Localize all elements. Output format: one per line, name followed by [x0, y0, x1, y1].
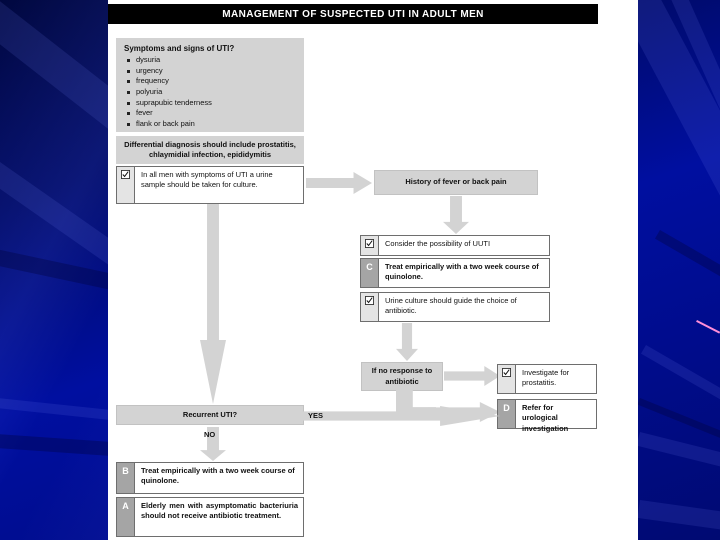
node-urine-sample[interactable]: In all men with symptoms of UTI a urine …	[116, 166, 304, 204]
branch-label-no: NO	[204, 430, 216, 439]
symptoms-panel: Symptoms and signs of UTI? dysuria urgen…	[116, 38, 304, 132]
node-text: In all men with symptoms of UTI a urine …	[141, 170, 273, 190]
node-investigate-prostatitis[interactable]: Investigate for prostatitis.	[497, 364, 597, 394]
background-streak	[637, 398, 720, 450]
background-streak	[655, 230, 720, 319]
arrow-right-to-history	[306, 172, 372, 194]
background-streak	[641, 345, 720, 429]
node-treat-quinolone-c[interactable]: C Treat empirically with a two week cour…	[360, 258, 550, 288]
list-item: suprapubic tenderness	[127, 98, 296, 109]
list-item: fever	[127, 108, 296, 119]
grade-badge: C	[361, 259, 379, 287]
background-streak	[637, 500, 720, 540]
node-text: Recurrent UTI?	[182, 409, 238, 419]
node-text: Elderly men with asymptomatic bacteriuri…	[141, 501, 298, 521]
list-item: dysuria	[127, 55, 296, 66]
differential-diagnosis-text: Differential diagnosis should include pr…	[124, 139, 296, 160]
arrow-down-to-no-response	[396, 323, 418, 361]
arrow-down-to-recurrent	[200, 204, 226, 404]
grade-badge: D	[498, 400, 516, 428]
background-streak	[636, 432, 720, 494]
node-text: Consider the possibility of UUTI	[385, 239, 491, 248]
list-item: flank or back pain	[127, 119, 296, 130]
node-text: Refer for urological investigation	[522, 403, 569, 433]
symptoms-heading: Symptoms and signs of UTI?	[124, 44, 235, 53]
node-text: Treat empirically with a two week course…	[141, 466, 295, 486]
node-elderly-men-a[interactable]: A Elderly men with asymptomatic bacteriu…	[116, 497, 304, 537]
checkbox-icon	[361, 293, 379, 321]
grade-badge: A	[117, 498, 135, 536]
node-text: Urine culture should guide the choice of…	[385, 296, 517, 316]
node-consider-uuti[interactable]: Consider the possibility of UUTI	[360, 235, 550, 256]
node-refer-urological[interactable]: D Refer for urological investigation	[497, 399, 597, 433]
node-text: Treat empirically with a two week course…	[385, 262, 539, 282]
background-streak	[665, 0, 720, 261]
slide-title-bar: MANAGEMENT OF SUSPECTED UTI IN ADULT MEN	[108, 4, 598, 24]
symptoms-list: dysuria urgency frequency polyuria supra…	[124, 55, 296, 129]
node-text: Investigate for prostatitis.	[522, 368, 570, 388]
list-item: urgency	[127, 66, 296, 77]
node-text: If no response to antibiotic	[371, 366, 433, 386]
checkbox-icon	[361, 236, 379, 255]
branch-label-yes: YES	[308, 411, 324, 420]
arrow-right-to-prostatitis	[444, 366, 500, 386]
grade-badge: B	[117, 463, 135, 493]
node-history-fever[interactable]: History of fever or back pain	[374, 170, 538, 195]
node-urine-culture-guide[interactable]: Urine culture should guide the choice of…	[360, 292, 550, 322]
checkbox-icon	[117, 167, 135, 203]
node-text: History of fever or back pain	[405, 177, 507, 187]
pink-streak-artifact	[696, 320, 720, 334]
content-panel: MANAGEMENT OF SUSPECTED UTI IN ADULT MEN…	[108, 0, 638, 540]
page-title: MANAGEMENT OF SUSPECTED UTI IN ADULT MEN	[222, 8, 484, 20]
list-item: frequency	[127, 76, 296, 87]
checkbox-icon	[498, 365, 516, 393]
node-recurrent-uti[interactable]: Recurrent UTI?	[116, 405, 304, 425]
arrow-down-to-consider	[443, 196, 469, 234]
list-item: polyuria	[127, 87, 296, 98]
differential-diagnosis-box: Differential diagnosis should include pr…	[116, 136, 304, 164]
node-treat-quinolone-b[interactable]: B Treat empirically with a two week cour…	[116, 462, 304, 494]
